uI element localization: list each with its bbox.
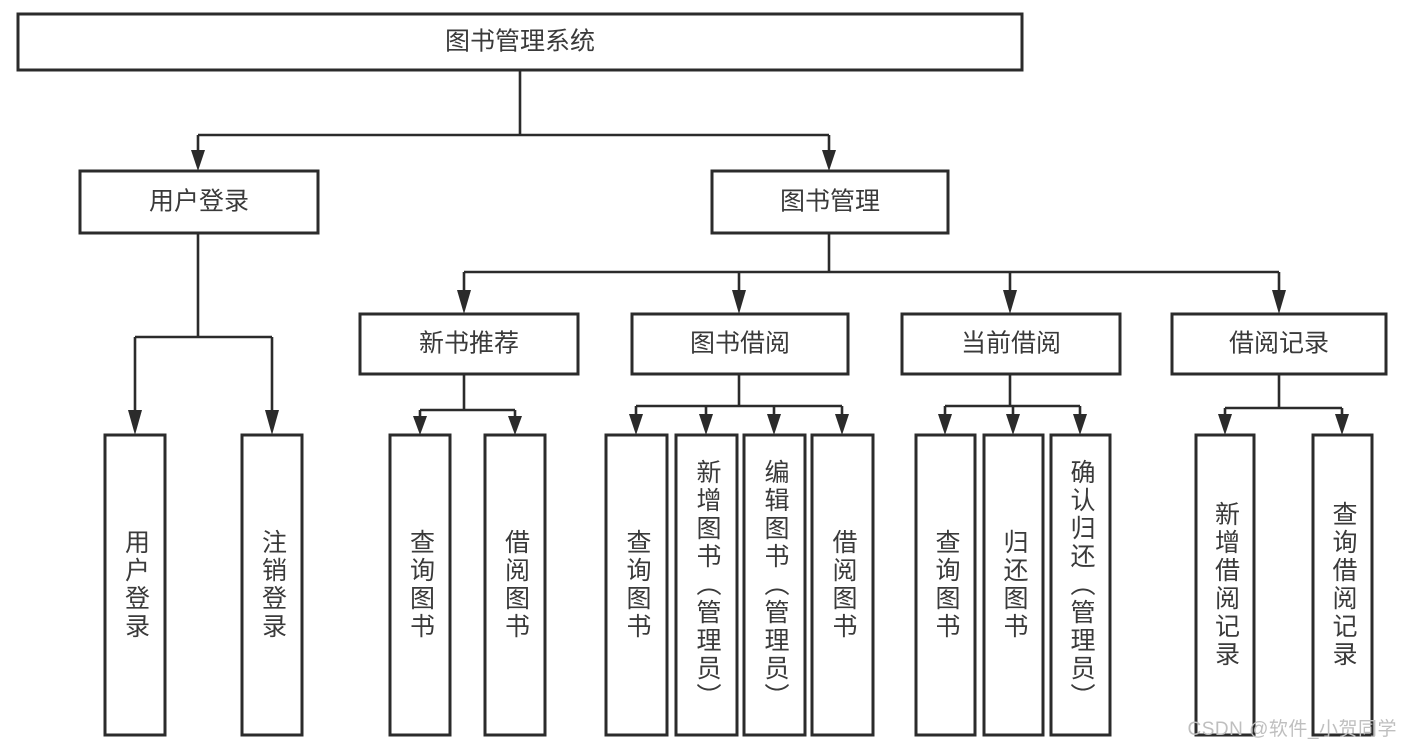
arrow-leaf-7-icon (767, 414, 781, 435)
leaf-rect-edit-book-admin[interactable] (742, 433, 807, 737)
connector-group-userlogin-to-leaves (128, 233, 279, 435)
node-user-login-rect[interactable] (78, 169, 320, 235)
arrow-leaf-10-icon (1006, 414, 1020, 435)
connector-group-records-to-leaves (1218, 374, 1349, 435)
node-book-borrow-label: 图书借阅 (690, 330, 790, 358)
connector-group-root-to-level2 (191, 70, 836, 171)
arrow-leaf-1-icon (128, 410, 142, 435)
node-book-management-label: 图书管理 (780, 188, 880, 216)
node-current-borrow[interactable]: 当前借阅 (900, 312, 1122, 376)
leaf-rect-query-book-new[interactable] (388, 433, 452, 737)
leaf-rect-borrow-book-new[interactable] (483, 433, 547, 737)
csdn-watermark: CSDN @软件_小贺同学 (1187, 719, 1397, 740)
node-root[interactable]: 图书管理系统 (16, 12, 1024, 72)
leaf-rect-logout[interactable] (240, 433, 304, 737)
leaf-rect-user-login[interactable] (103, 433, 167, 737)
leaf-rect-return-book[interactable] (982, 433, 1045, 737)
node-root-rect[interactable] (16, 12, 1024, 72)
node-root-label: 图书管理系统 (445, 28, 595, 56)
node-book-borrow-rect[interactable] (630, 312, 850, 376)
leaf-rect-query-borrow-record[interactable] (1311, 433, 1374, 737)
leaf-rect-query-book-borrow[interactable] (604, 433, 669, 737)
node-book-borrow[interactable]: 图书借阅 (630, 312, 850, 376)
arrow-leaf-5-icon (629, 414, 643, 435)
arrow-to-current-icon (1003, 290, 1017, 314)
connector-group-current-to-leaves (938, 374, 1087, 435)
node-book-management-rect[interactable] (710, 169, 950, 235)
arrow-leaf-6-icon (699, 414, 713, 435)
arrow-to-borrow-icon (732, 290, 746, 314)
node-user-login-label: 用户登录 (149, 188, 249, 216)
arrow-leaf-4-icon (508, 416, 522, 435)
node-user-login[interactable]: 用户登录 (78, 169, 320, 235)
arrow-leaf-11-icon (1073, 414, 1087, 435)
node-borrow-records-label: 借阅记录 (1229, 330, 1329, 358)
arrow-to-user-login-icon (191, 150, 205, 171)
arrow-leaf-12-icon (1218, 414, 1232, 435)
arrow-to-records-icon (1272, 290, 1286, 314)
arrow-to-book-mgmt-icon (822, 150, 836, 171)
node-current-borrow-rect[interactable] (900, 312, 1122, 376)
arrow-to-newbook-icon (457, 290, 471, 314)
node-new-book-recommend-rect[interactable] (358, 312, 580, 376)
node-new-book-recommend-label: 新书推荐 (419, 330, 519, 358)
arrow-leaf-3-icon (413, 416, 427, 435)
connector-group-newbook-to-leaves (413, 374, 522, 435)
leaf-rect-confirm-return-admin[interactable] (1049, 433, 1112, 737)
arrow-leaf-2-icon (265, 410, 279, 435)
arrow-leaf-13-icon (1335, 414, 1349, 435)
connector-group-bookmgmt-to-level3 (457, 233, 1286, 314)
arrow-leaf-9-icon (938, 414, 952, 435)
node-borrow-records[interactable]: 借阅记录 (1170, 312, 1388, 376)
leaf-rect-query-book-current[interactable] (914, 433, 977, 737)
node-book-management[interactable]: 图书管理 (710, 169, 950, 235)
leaf-rect-add-borrow-record[interactable] (1194, 433, 1256, 737)
leaf-rect-add-book-admin[interactable] (674, 433, 739, 737)
node-current-borrow-label: 当前借阅 (961, 330, 1061, 358)
node-borrow-records-rect[interactable] (1170, 312, 1388, 376)
node-new-book-recommend[interactable]: 新书推荐 (358, 312, 580, 376)
arrow-leaf-8-icon (835, 414, 849, 435)
connector-group-borrow-to-leaves (629, 374, 849, 435)
leaf-rect-borrow-book[interactable] (810, 433, 875, 737)
